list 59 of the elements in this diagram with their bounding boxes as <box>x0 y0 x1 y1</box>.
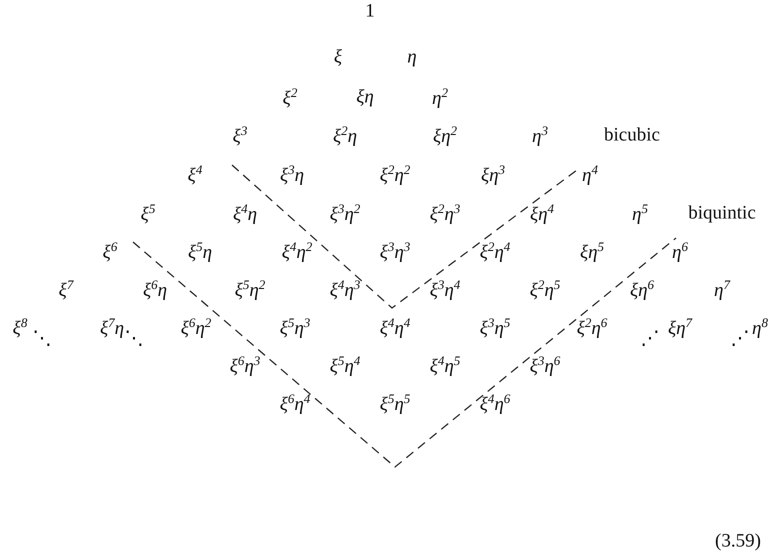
math-term: ξ$^{8}$ <box>12 316 28 340</box>
math-term: 1 <box>365 2 375 22</box>
math-term: ξη$^{4}$ <box>530 202 554 226</box>
math-term: ξ$^{2}$η <box>332 124 358 148</box>
curve-label: biquintic <box>688 204 756 224</box>
math-term: ξη <box>356 88 374 108</box>
math-term: ξ$^{3}$η$^{2}$ <box>330 202 360 226</box>
math-term: ξ$^{2}$η$^{4}$ <box>480 240 510 264</box>
math-term: ξ$^{2}$η$^{3}$ <box>430 202 460 226</box>
math-term: ξ$^{4}$η$^{6}$ <box>480 392 510 416</box>
math-term: η$^{6}$ <box>672 240 688 264</box>
math-term: ξ$^{6}$ <box>102 240 118 264</box>
math-term: ξ$^{5}$η$^{3}$ <box>280 316 310 340</box>
ellipsis: ⋰ <box>640 330 660 350</box>
math-term: ξ$^{3}$η$^{6}$ <box>530 354 560 378</box>
math-term: ξ$^{3}$η <box>280 162 304 188</box>
math-term: ξ$^{2}$η$^{2}$ <box>380 162 410 188</box>
math-term: η$^{8}$ <box>752 316 768 340</box>
math-term: ξ$^{2}$ <box>282 86 298 110</box>
math-term: ξ$^{4}$η$^{5}$ <box>430 354 460 378</box>
math-term: η$^{7}$ <box>714 278 730 302</box>
math-term: ξ$^{5}$η$^{4}$ <box>330 354 360 378</box>
math-term: ξ$^{5}$η$^{5}$ <box>380 392 410 416</box>
math-term: ξ$^{6}$η <box>142 278 168 302</box>
ellipsis: ⋰ <box>730 330 750 350</box>
math-term: ξ$^{5}$ <box>140 202 156 226</box>
math-term: ξ$^{4}$η$^{3}$ <box>330 278 360 302</box>
math-term: ξ$^{4}$η <box>232 202 258 226</box>
ellipsis: ⋱ <box>124 330 144 350</box>
math-term: ξ$^{5}$η$^{2}$ <box>234 278 266 302</box>
math-term: ξ$^{3}$η$^{5}$ <box>480 316 510 340</box>
math-term: ξη$^{7}$ <box>668 316 692 340</box>
math-term: ξ$^{6}$η$^{4}$ <box>280 392 310 416</box>
math-term: ξ$^{4}$η$^{4}$ <box>380 316 410 340</box>
equation-number: (3.59) <box>715 532 761 552</box>
math-term: ξ$^{2}$η$^{5}$ <box>530 278 560 302</box>
ellipsis: ⋱ <box>32 330 52 350</box>
math-term: ξ$^{4}$ <box>188 162 202 188</box>
math-term: ξ$^{6}$η$^{3}$ <box>230 354 260 378</box>
math-term: η$^{2}$ <box>432 86 448 110</box>
math-term: ξη$^{6}$ <box>630 278 654 302</box>
math-term: η$^{3}$ <box>532 124 548 148</box>
math-term: ξ$^{5}$η <box>188 240 212 264</box>
math-term: ξ$^{4}$η$^{2}$ <box>282 240 312 264</box>
math-term: ξ$^{3}$η$^{3}$ <box>380 240 410 264</box>
math-term: ξ$^{7}$η <box>100 316 124 340</box>
math-term: ξ$^{7}$ <box>58 278 74 302</box>
math-term: ξ$^{3}$ <box>232 124 248 148</box>
math-term: η <box>407 48 417 68</box>
math-term: ξη$^{2}$ <box>432 124 458 148</box>
math-term: η$^{4}$ <box>582 162 598 188</box>
curve-label: bicubic <box>604 126 660 146</box>
math-term: η$^{5}$ <box>632 202 648 226</box>
math-term: ξη$^{3}$ <box>480 162 506 188</box>
math-term: ξ$^{6}$η$^{2}$ <box>180 316 212 340</box>
math-term: ξ$^{3}$η$^{4}$ <box>430 278 460 302</box>
math-term: ξ$^{2}$η$^{6}$ <box>576 316 608 340</box>
math-term: ξη$^{5}$ <box>580 240 604 264</box>
math-term: ξ <box>334 48 342 68</box>
